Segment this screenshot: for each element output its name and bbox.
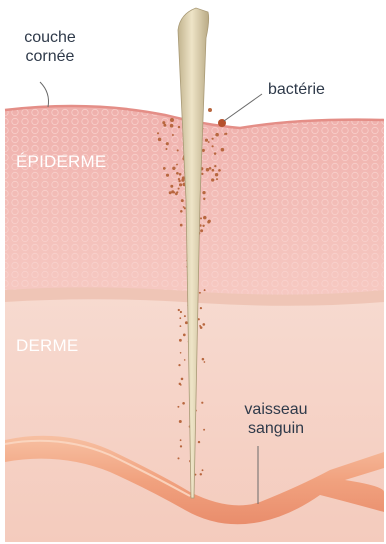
bacterium-dot [170, 118, 174, 122]
bacteria-dot [200, 473, 202, 475]
bacteria-dot [165, 148, 167, 150]
label-blood-vessel: vaisseau sanguin [236, 400, 316, 438]
bacteria-dot [203, 429, 205, 431]
bacteria-dot [206, 168, 209, 171]
label-dermis: DERME [16, 336, 78, 355]
bacteria-dot [215, 133, 219, 137]
bacteria-dot [184, 359, 186, 361]
bacteria-dot [180, 224, 183, 227]
bacteria-dot [198, 441, 200, 443]
bacteria-dot [199, 325, 201, 327]
bacteria-dot [202, 149, 205, 152]
bacteria-dot [201, 173, 203, 175]
bacteria-dot [212, 169, 215, 172]
bacteria-dot [204, 289, 206, 291]
label-stratum-corneum-line1: couche [6, 28, 94, 47]
bacteria-dot [172, 167, 175, 170]
bacteria-dot [208, 141, 210, 143]
bacterium-leader-line [224, 94, 262, 121]
bacteria-dot [179, 173, 182, 176]
bacteria-dot [178, 188, 180, 190]
bacteria-dot [180, 439, 182, 441]
bacteria-dot [184, 207, 186, 209]
bacteria-dot [166, 174, 169, 177]
label-blood-vessel-line2: sanguin [236, 419, 316, 438]
label-epidermis: ÉPIDERME [16, 152, 106, 171]
bacteria-dot [176, 164, 178, 166]
bacteria-dot [200, 307, 202, 309]
bacteria-dot [178, 126, 180, 128]
bacteria-dot [202, 469, 204, 471]
bacteria-dot [170, 185, 173, 188]
bacteria-dot [162, 121, 165, 124]
label-stratum-corneum: couche cornée [6, 28, 94, 66]
bacteria-dot [170, 124, 174, 128]
bacteria-dot [211, 138, 213, 140]
bacteria-dot [176, 172, 179, 175]
bacteria-dot [178, 178, 180, 180]
bacteria-dot [179, 317, 181, 319]
bacteria-dot [215, 173, 218, 176]
bacteria-dot [181, 199, 184, 202]
bacteria-dot [200, 229, 203, 232]
label-stratum-corneum-line2: cornée [6, 47, 94, 66]
bacteria-dot [203, 216, 207, 220]
label-blood-vessel-line1: vaisseau [236, 400, 316, 419]
bacteria-dot [219, 169, 221, 171]
bacteria-dot [179, 339, 182, 342]
bacteria-dot [221, 148, 225, 152]
bacteria-dot [214, 152, 217, 155]
bacteria-dot [180, 325, 182, 327]
bacteria-dot [177, 406, 179, 408]
bacteria-dot [163, 167, 166, 170]
bacteria-dot [178, 364, 180, 366]
bacteria-dot [180, 311, 182, 313]
bacteria-dot [216, 178, 218, 180]
bacteria-dot [202, 358, 205, 361]
bacteria-dot [199, 292, 201, 294]
bacteria-dot [182, 402, 185, 405]
bacteria-dot [201, 402, 203, 404]
bacteria-dot [178, 309, 180, 311]
bacteria-dot [208, 220, 211, 223]
bacteria-dot [180, 210, 183, 213]
bacteria-dot [183, 334, 186, 337]
corneum-leader-line [40, 82, 49, 107]
bacteria-dot [173, 191, 175, 193]
bacteria-dot [209, 167, 212, 170]
bacteria-dot [180, 352, 182, 354]
bacteria-dot [200, 217, 202, 219]
bacteria-dot [203, 198, 205, 200]
bacteria-dot [202, 323, 205, 326]
bacteria-dot [211, 145, 213, 147]
bacteria-dot [202, 191, 205, 194]
bacteria-dot [179, 183, 182, 186]
bacteria-dot [172, 134, 174, 136]
bacteria-dot [224, 133, 226, 135]
bacteria-dot [184, 315, 186, 317]
bacteria-dot [204, 361, 206, 363]
bacteria-dot [185, 321, 188, 324]
bacteria-dot [177, 457, 179, 459]
bacteria-dot [180, 445, 182, 447]
bacteria-dot [166, 142, 169, 145]
bacteria-dot [205, 139, 208, 142]
bacteria-dot [157, 132, 159, 134]
bacteria-dot [179, 383, 181, 385]
bacteria-dot [211, 178, 214, 181]
bacterium-dot [208, 108, 212, 112]
bacteria-dot [214, 165, 216, 167]
bacteria-dot [179, 420, 182, 423]
bacteria-dot [177, 149, 179, 151]
bacteria-dot [202, 225, 204, 227]
bacteria-dot [181, 378, 184, 381]
label-bacterium: bactérie [268, 80, 325, 99]
bacteria-dot [158, 138, 162, 142]
bacteria-dot [175, 193, 178, 196]
